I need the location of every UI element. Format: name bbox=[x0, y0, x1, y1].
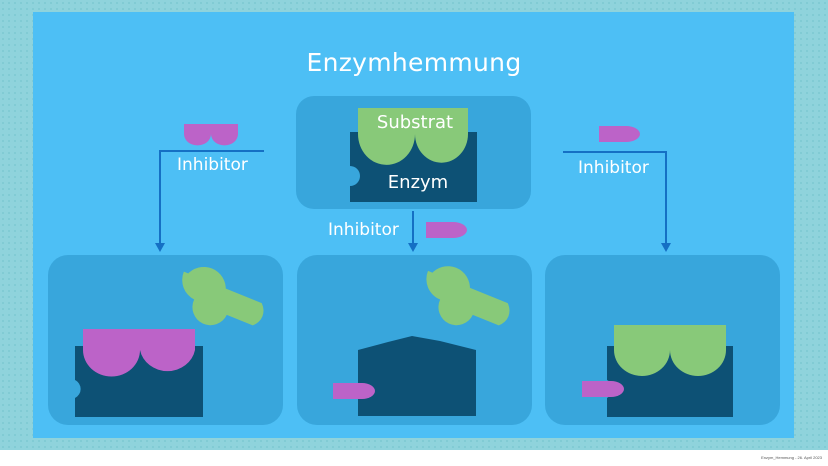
arrowhead-left-icon bbox=[155, 243, 165, 252]
inhibitor-top-right bbox=[599, 126, 640, 142]
inhibitor-label-middle: Inhibitor bbox=[328, 220, 399, 240]
center-substrate bbox=[358, 108, 468, 165]
bottom-middle-substrate-lobe bbox=[427, 266, 470, 303]
arrowhead-middle-icon bbox=[408, 243, 418, 252]
inhibitor-label-left: Inhibitor bbox=[177, 155, 248, 175]
bottom-left-substrate-lobe bbox=[183, 266, 226, 304]
inhibitor-top-left bbox=[184, 124, 238, 146]
inhibitor-label-right: Inhibitor bbox=[578, 158, 649, 178]
page-title: Enzymhemmung bbox=[306, 48, 522, 77]
footer-text: Enzym_Hemmung - 26. April 2023 bbox=[761, 455, 822, 460]
arrow-left bbox=[159, 150, 264, 244]
substrate-label: Substrat bbox=[376, 112, 454, 133]
bottom-left-inhibitor bbox=[83, 329, 195, 377]
bottom-middle-inhibitor bbox=[333, 383, 375, 399]
inhibitor-middle bbox=[426, 222, 467, 238]
arrowhead-right-icon bbox=[661, 243, 671, 252]
bottom-right-substrate bbox=[614, 325, 726, 376]
enzyme-label: Enzym bbox=[387, 172, 449, 193]
bottom-middle-enzyme bbox=[358, 336, 476, 416]
arrow-right bbox=[563, 151, 667, 244]
bottom-right-inhibitor bbox=[582, 381, 624, 397]
